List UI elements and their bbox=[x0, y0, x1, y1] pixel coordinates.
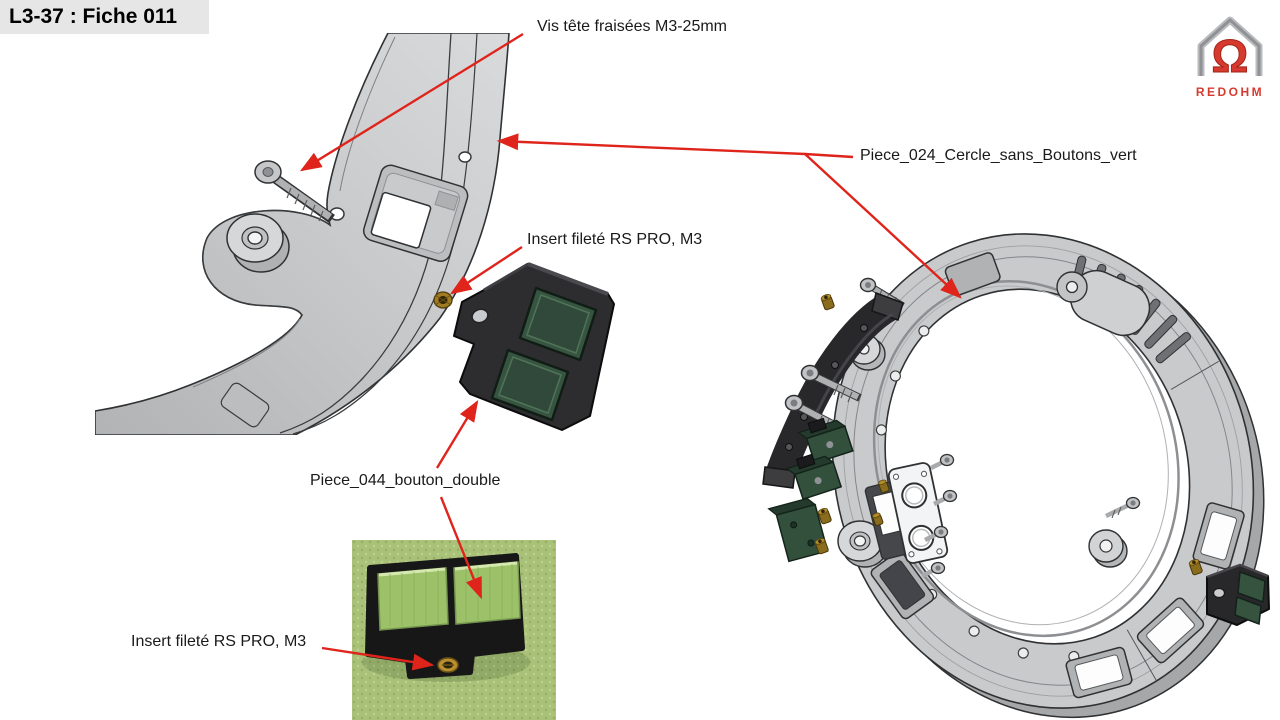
label-insert-top: Insert fileté RS PRO, M3 bbox=[527, 231, 703, 248]
label-insert-bottom: Insert fileté RS PRO, M3 bbox=[131, 633, 307, 650]
green-button-block bbox=[767, 497, 829, 563]
mounting-boss bbox=[1088, 529, 1128, 568]
label-vis-tete: Vis tête fraisées M3-25mm bbox=[537, 18, 727, 35]
double-button-photo bbox=[352, 540, 556, 720]
printed-button-left bbox=[377, 567, 449, 631]
page-title: L3-37 : Fiche 011 bbox=[9, 5, 178, 28]
circle-frame bbox=[831, 233, 1265, 719]
black-arc-cover bbox=[762, 291, 904, 489]
double-button-block-right bbox=[1206, 563, 1270, 626]
screw-pilot-hole bbox=[458, 151, 472, 163]
green-button-block bbox=[785, 453, 843, 501]
logo-wordmark: REDOHM bbox=[1195, 85, 1265, 99]
arrow-piece024-left bbox=[496, 133, 854, 159]
ring-exploded-cad bbox=[762, 233, 1270, 719]
double-button-cad bbox=[453, 262, 615, 431]
top-cylinder bbox=[1056, 269, 1151, 337]
button-pocket bbox=[220, 382, 270, 428]
redohm-logo: Ω REDOHM bbox=[1188, 10, 1272, 102]
mounting-boss bbox=[226, 213, 290, 273]
arc-screw bbox=[800, 364, 862, 403]
printed-button-right bbox=[453, 561, 521, 625]
title-bar: L3-37 : Fiche 011 bbox=[0, 0, 209, 34]
brass-insert bbox=[814, 294, 1203, 576]
window-cutout bbox=[1136, 597, 1205, 664]
button-pocket bbox=[362, 164, 469, 262]
exploded-screw bbox=[1105, 496, 1141, 519]
omega-icon: Ω bbox=[1212, 30, 1249, 82]
plate-screws bbox=[920, 453, 958, 579]
countersunk-screw bbox=[254, 160, 335, 224]
green-button-block bbox=[797, 417, 854, 465]
label-piece-024: Piece_024_Cercle_sans_Boutons_vert bbox=[860, 147, 1137, 164]
threaded-insert-cad bbox=[433, 291, 453, 309]
window-cutout bbox=[870, 550, 935, 620]
insert-hole bbox=[471, 308, 489, 324]
brass-insert-photo bbox=[437, 657, 459, 673]
house-omega-icon: Ω bbox=[1197, 16, 1263, 83]
window-cutout bbox=[1065, 646, 1133, 699]
label-piece-044: Piece_044_bouton_double bbox=[310, 472, 501, 489]
window-cutout bbox=[1192, 502, 1245, 570]
